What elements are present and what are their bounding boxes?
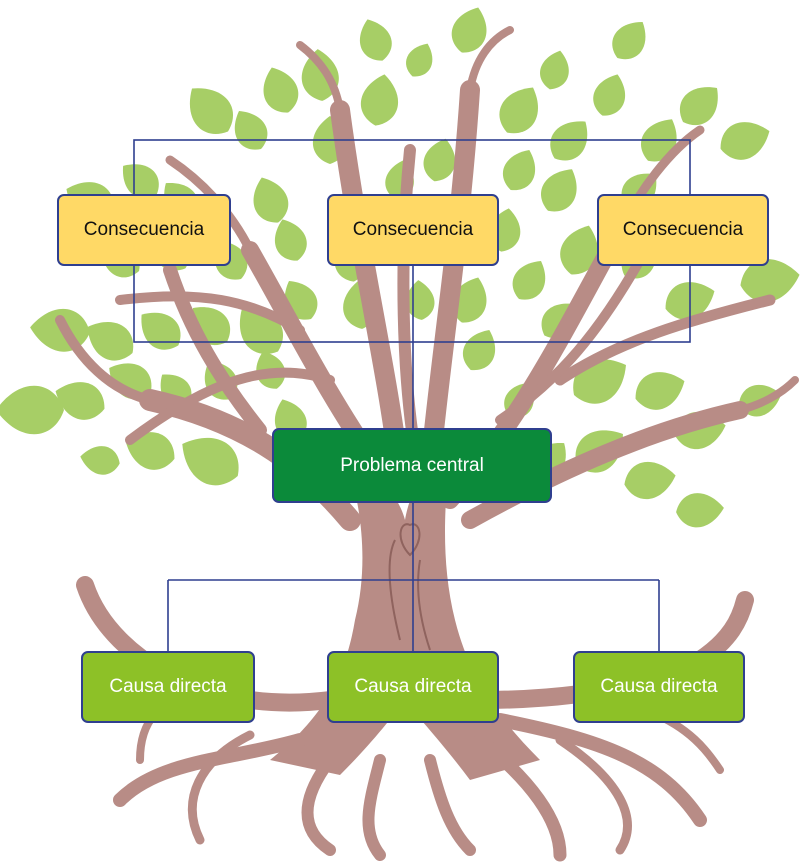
leaf	[451, 7, 487, 53]
leaf	[123, 164, 159, 199]
leaf	[361, 74, 399, 126]
direct-cause-label: Causa directa	[600, 676, 718, 697]
leaf	[512, 260, 546, 300]
leaf	[234, 110, 268, 150]
direct-cause-box[interactable]: Causa directa	[573, 651, 745, 723]
leaf	[560, 225, 598, 275]
leaf	[550, 121, 588, 161]
leaf	[253, 177, 289, 223]
consequence-box[interactable]: Consecuencia	[57, 194, 231, 266]
leaf	[0, 385, 64, 435]
consequence-box[interactable]: Consecuencia	[597, 194, 769, 266]
consequence-label: Consecuencia	[352, 219, 474, 240]
consequence-label: Consecuencia	[83, 219, 205, 240]
leaf	[182, 437, 239, 486]
leaf	[499, 87, 538, 134]
leaf	[80, 446, 120, 475]
leaf	[87, 322, 134, 361]
direct-cause-label: Causa directa	[109, 676, 227, 697]
leaf	[740, 259, 800, 302]
leaf	[274, 219, 307, 261]
leaf	[189, 88, 233, 134]
central-problem-box[interactable]: Problema central	[272, 428, 552, 503]
consequence-label: Consecuencia	[622, 219, 744, 240]
leaf	[423, 138, 456, 182]
leaf	[624, 461, 676, 499]
central-problem-label: Problema central	[340, 454, 484, 476]
leaf	[55, 382, 105, 420]
leaf	[540, 50, 569, 90]
leaf	[359, 19, 392, 61]
leaf	[612, 21, 646, 60]
leaf	[263, 67, 299, 113]
leaf	[635, 372, 685, 410]
leaf	[679, 87, 718, 126]
leaf	[541, 169, 577, 212]
leaf	[141, 312, 181, 350]
direct-cause-box[interactable]: Causa directa	[327, 651, 499, 723]
leaf	[462, 330, 496, 370]
direct-cause-box[interactable]: Causa directa	[81, 651, 255, 723]
consequence-box[interactable]: Consecuencia	[327, 194, 499, 266]
leaf	[593, 74, 626, 116]
leaf	[502, 150, 536, 190]
leaf	[720, 122, 770, 160]
leaf	[406, 43, 433, 77]
leaf	[573, 359, 626, 404]
leaf	[125, 432, 175, 470]
leaf	[676, 493, 724, 528]
direct-cause-label: Causa directa	[354, 676, 472, 697]
